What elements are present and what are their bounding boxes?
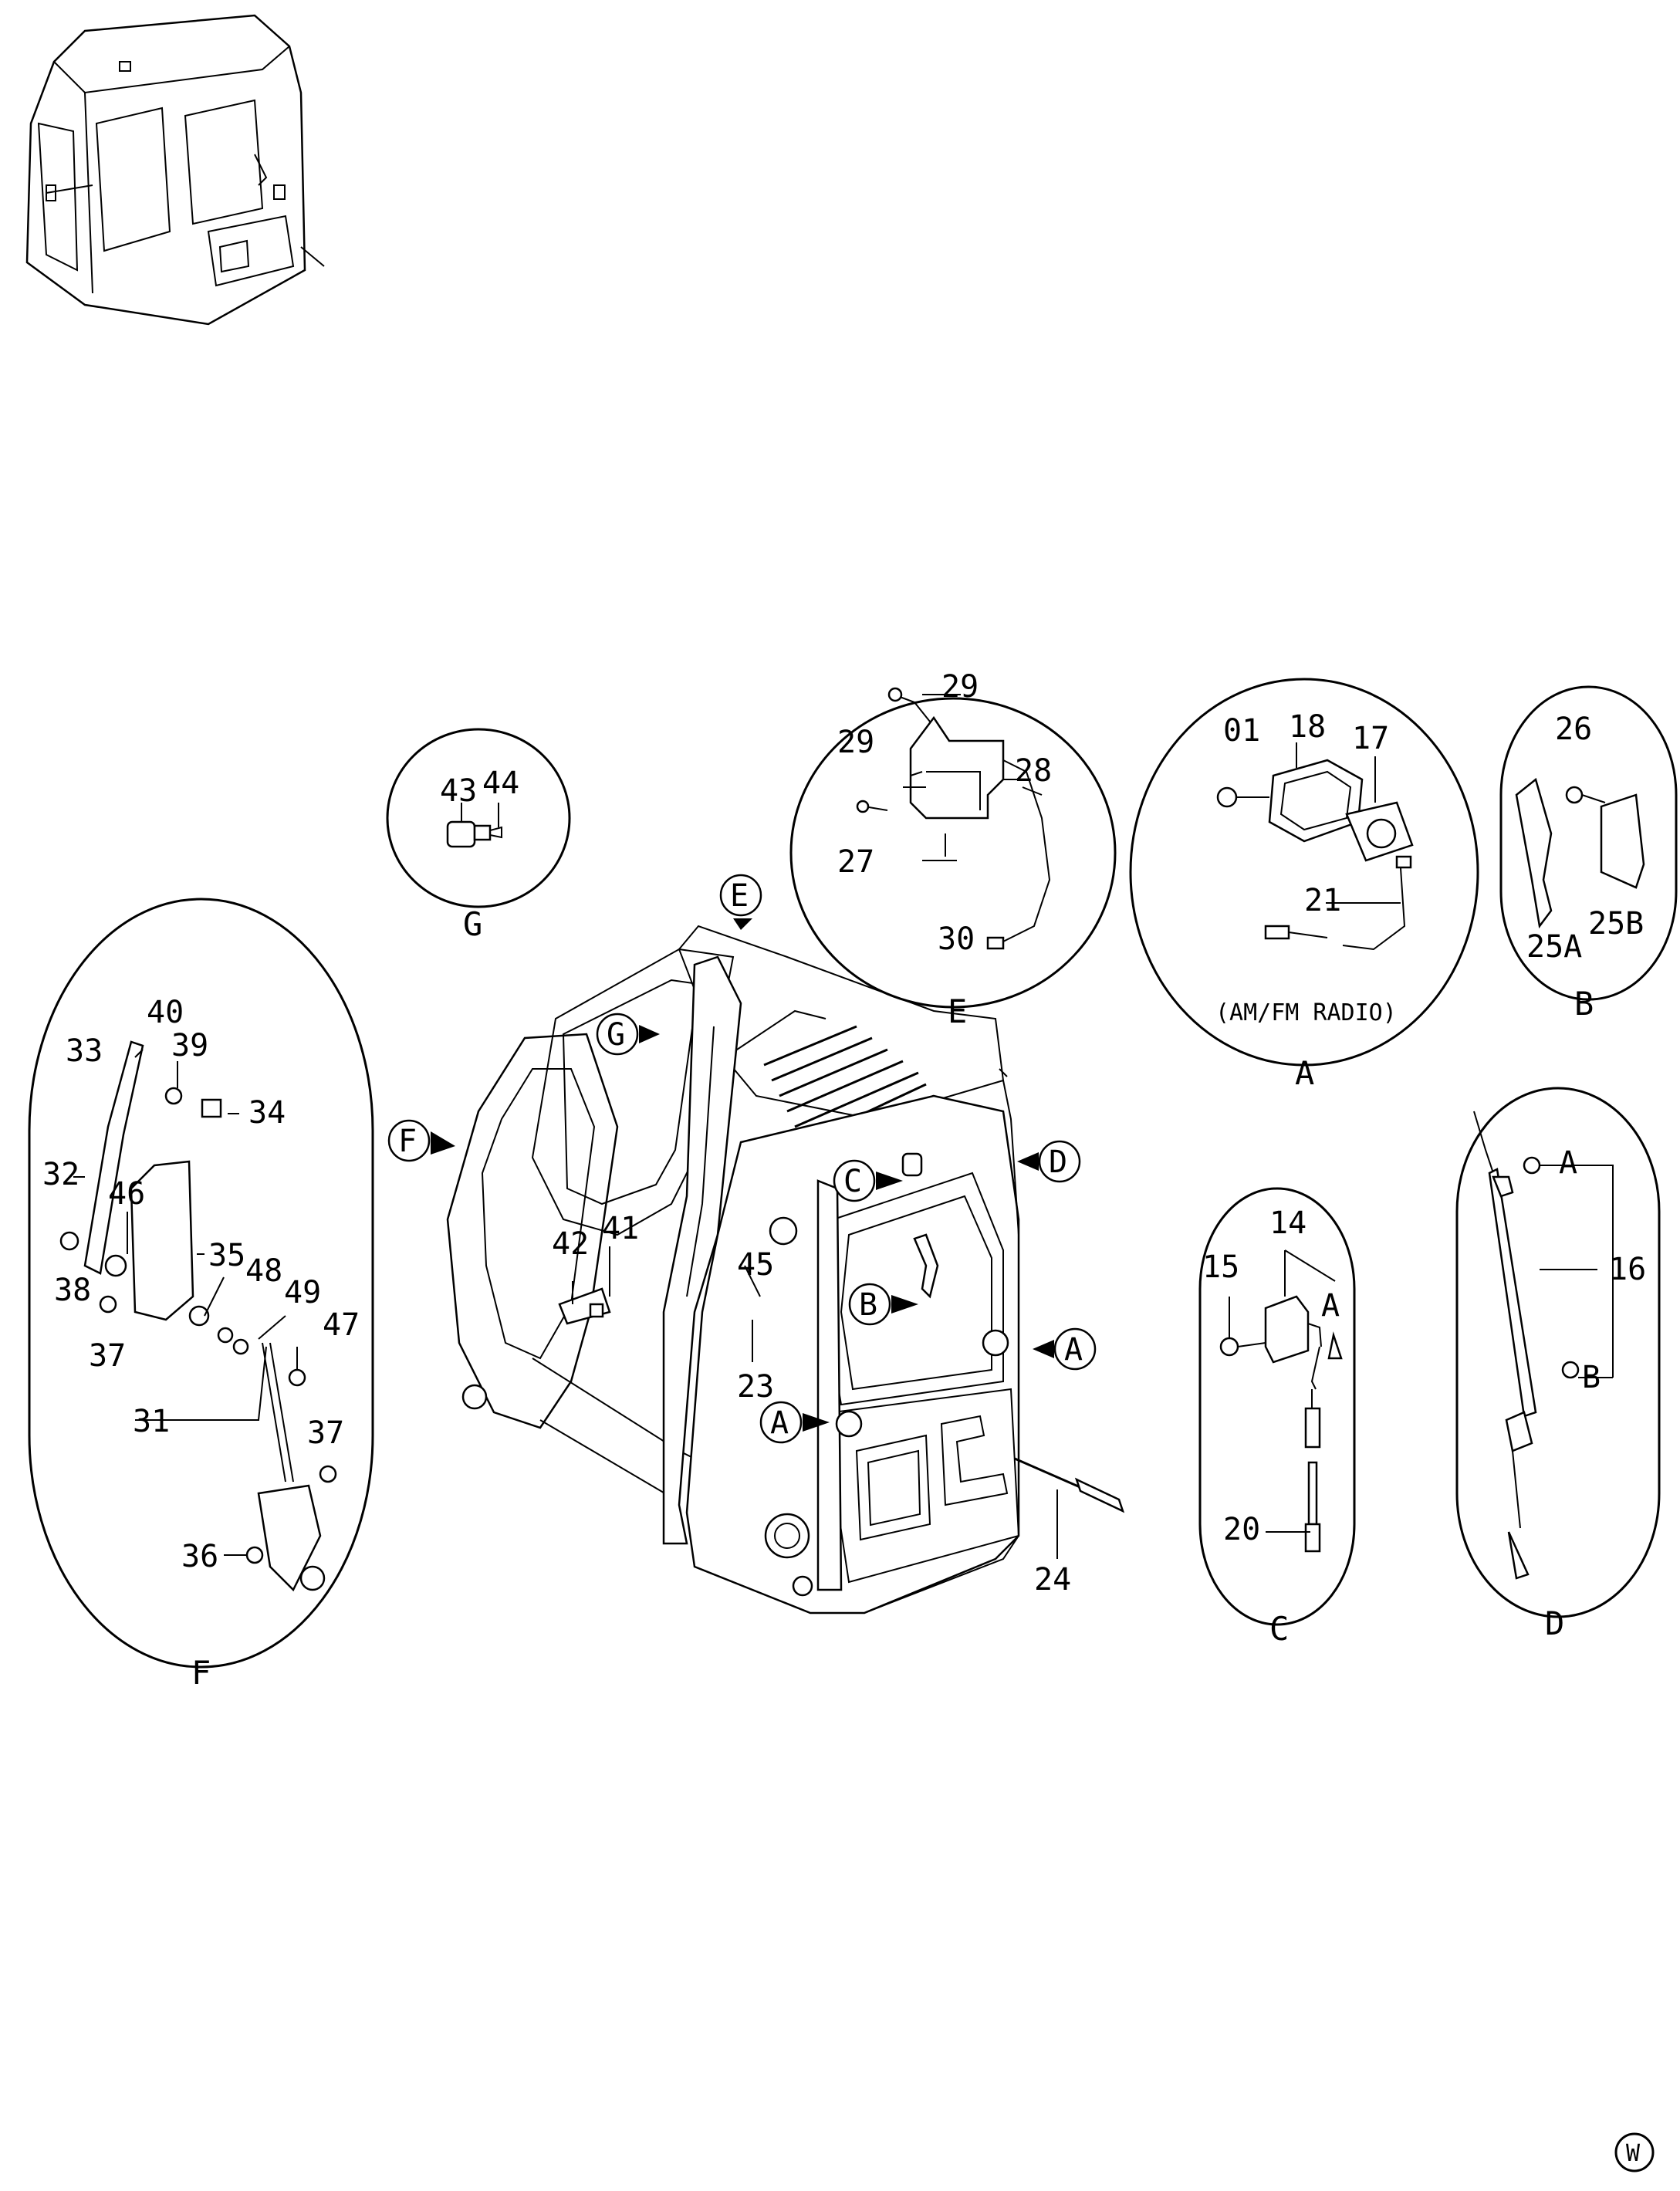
detail-c: 14 15 A 20 C — [1198, 1187, 1356, 1648]
label-43: 43 — [440, 773, 477, 809]
label-d-a: A — [1559, 1145, 1577, 1181]
label-37-bottom: 37 — [307, 1415, 344, 1451]
detail-d: A 16 B D — [1455, 1087, 1661, 1642]
svg-text:C: C — [843, 1164, 862, 1199]
label-16: 16 — [1609, 1252, 1646, 1287]
label-37-top: 37 — [89, 1338, 126, 1374]
label-35: 35 — [208, 1238, 245, 1273]
label-36: 36 — [181, 1539, 218, 1574]
label-41: 41 — [602, 1211, 639, 1246]
callout-d: D — [1017, 1140, 1081, 1183]
callout-a-left: A — [759, 1401, 830, 1444]
label-29-left: 29 — [837, 725, 874, 760]
detail-c-title: C — [1269, 1610, 1289, 1648]
detail-g-title: G — [463, 905, 482, 943]
corner-mark: W — [1614, 2132, 1655, 2172]
label-26: 26 — [1555, 712, 1592, 747]
detail-a: 01 18 17 21 (AM/FM RADIO) A — [1129, 678, 1479, 1092]
radio-note: (AM/FM RADIO) — [1215, 999, 1397, 1026]
label-25B: 25B — [1588, 906, 1644, 942]
label-34: 34 — [248, 1095, 286, 1131]
label-46: 46 — [108, 1176, 145, 1212]
svg-text:G: G — [607, 1017, 625, 1053]
thumbnail-cab — [25, 14, 325, 326]
callout-f: F — [387, 1119, 455, 1162]
detail-f: 40 39 33 34 32 46 35 38 48 49 37 47 31 3… — [28, 898, 374, 1692]
svg-text:F: F — [398, 1124, 417, 1159]
callout-g: G — [596, 1013, 660, 1056]
label-18: 18 — [1289, 709, 1326, 745]
label-42: 42 — [552, 1226, 589, 1262]
svg-text:E: E — [730, 878, 749, 914]
label-27: 27 — [837, 844, 874, 880]
callout-c: C — [833, 1159, 903, 1202]
svg-text:B: B — [859, 1287, 877, 1323]
svg-text:A: A — [1064, 1332, 1083, 1368]
label-01: 01 — [1223, 713, 1260, 749]
detail-e-title: E — [948, 992, 967, 1030]
label-32: 32 — [42, 1157, 79, 1192]
label-44: 44 — [482, 766, 519, 801]
label-39: 39 — [171, 1028, 208, 1063]
label-25A: 25A — [1526, 929, 1582, 965]
detail-g: 43 44 G — [386, 728, 571, 943]
detail-e: 29 29 28 27 30 E — [789, 669, 1117, 1030]
label-49: 49 — [284, 1275, 321, 1310]
detail-b: 26 25A 25B B — [1499, 685, 1678, 1023]
svg-text:D: D — [1049, 1145, 1067, 1180]
label-31: 31 — [133, 1404, 170, 1439]
label-47: 47 — [323, 1307, 360, 1343]
label-30: 30 — [938, 921, 975, 957]
label-40: 40 — [147, 995, 184, 1030]
label-21: 21 — [1304, 883, 1341, 918]
detail-b-title: B — [1574, 985, 1594, 1023]
label-23: 23 — [737, 1369, 774, 1405]
label-c-a: A — [1321, 1288, 1340, 1324]
label-15: 15 — [1202, 1249, 1239, 1285]
label-24: 24 — [1034, 1562, 1071, 1598]
detail-f-title: F — [191, 1654, 211, 1692]
label-20: 20 — [1223, 1512, 1260, 1547]
callout-e: E — [719, 874, 762, 930]
label-d-b: B — [1582, 1360, 1601, 1395]
main-cab — [446, 925, 1125, 1615]
label-28: 28 — [1015, 753, 1052, 789]
label-45: 45 — [737, 1247, 774, 1283]
label-29-top: 29 — [941, 669, 979, 705]
label-48: 48 — [245, 1253, 282, 1289]
label-38: 38 — [54, 1273, 91, 1308]
detail-d-title: D — [1545, 1604, 1564, 1642]
label-17: 17 — [1352, 721, 1389, 756]
callout-b: B — [848, 1283, 918, 1326]
main-leaders — [572, 1246, 1058, 1559]
label-14: 14 — [1269, 1205, 1306, 1241]
svg-text:W: W — [1626, 2140, 1641, 2167]
label-33: 33 — [66, 1033, 103, 1069]
detail-a-title: A — [1295, 1054, 1314, 1092]
svg-text:A: A — [770, 1405, 789, 1441]
callout-a-right: A — [1033, 1327, 1097, 1371]
